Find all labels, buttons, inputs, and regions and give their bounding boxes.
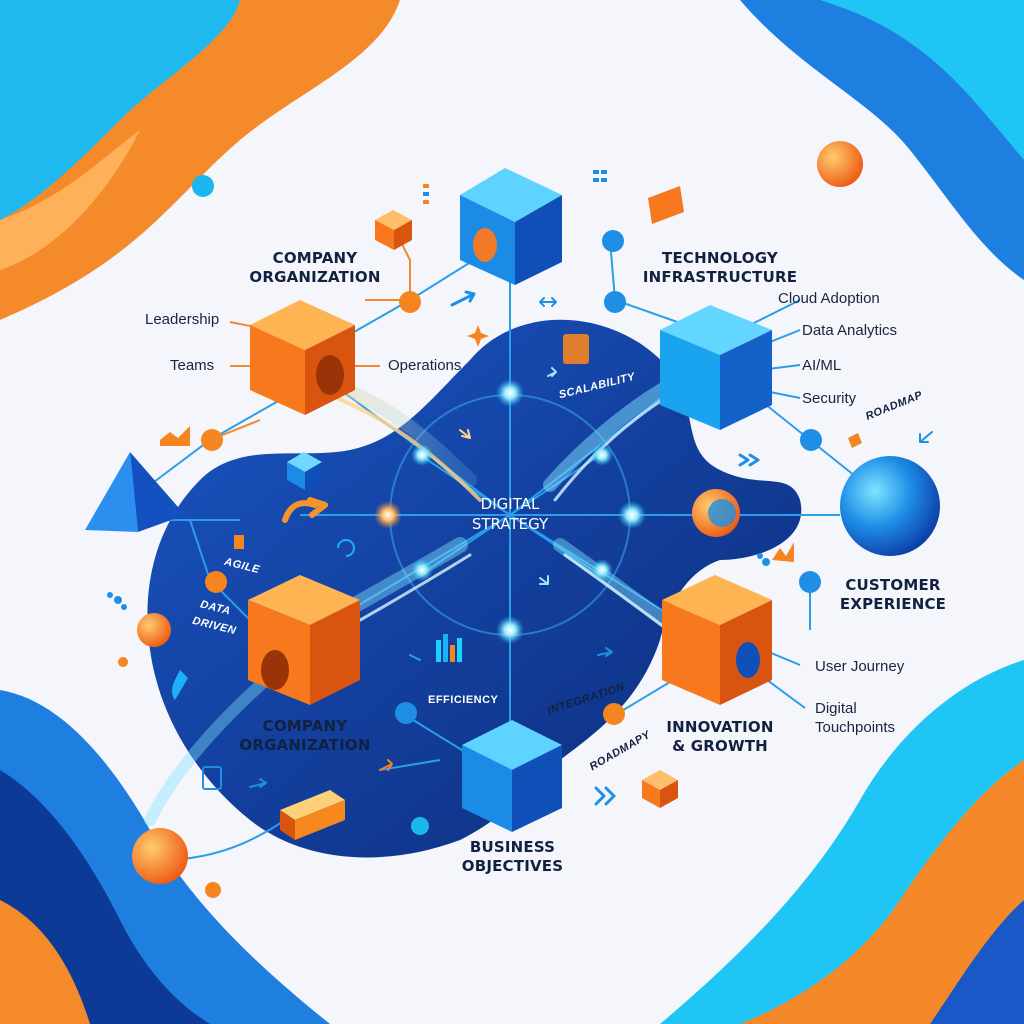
business-line2: OBJECTIVES [461,857,564,875]
cube-company-top [250,300,355,415]
small-cubes [280,186,862,840]
leadership-label: Leadership [145,311,220,328]
glowing-junctions [374,379,646,644]
innovation-line1: INNOVATION [666,718,774,736]
company-top-line1: COMPANY [272,249,358,267]
decorative-glyphs [107,170,794,790]
innovation-growth-title: INNOVATION & GROWTH [640,718,800,756]
touchpoints-label: Touchpoints [815,719,896,736]
company-organization-bottom-title: COMPANY ORGANIZATION [225,717,385,755]
business-objectives-title: BUSINESS OBJECTIVES [440,838,585,876]
innovation-line2: & GROWTH [672,737,768,755]
security-label: Security [802,390,857,407]
digital-label: Digital [815,700,857,717]
cube-business [462,720,562,832]
central-blob [147,319,802,858]
cube-technology [660,305,772,430]
business-line1: BUSINESS [469,838,556,856]
technology-infrastructure-title: TECHNOLOGY INFRASTRUCTURE [640,249,800,287]
company-organization-top-title: COMPANY ORGANIZATION [230,249,400,287]
company-top-line2: ORGANIZATION [249,268,381,286]
operations-label: Operations [388,357,462,374]
small-nodes [118,141,940,898]
user-journey-label: User Journey [815,658,905,675]
technology-line2: INFRASTRUCTURE [642,268,798,286]
decorative-arrows [249,290,933,806]
data-analytics-label: Data Analytics [802,322,898,339]
cube-top-center [460,168,562,285]
cube-innovation [662,575,772,705]
technology-line1: TECHNOLOGY [662,249,778,267]
company-bottom-line1: COMPANY [262,717,348,735]
efficiency-tag: EFFICIENCY [428,694,499,706]
cloud-adoption-label: Cloud Adoption [778,290,880,307]
customer-experience-title: CUSTOMER EXPERIENCE [818,576,968,614]
pyramid-shape [85,452,185,532]
center-line2: STRATEGY [471,515,549,533]
teams-label: Teams [170,357,215,374]
ai-ml-label: AI/ML [802,357,842,374]
customer-line1: CUSTOMER [845,576,941,594]
center-line1: DIGITAL [480,495,540,513]
customer-line2: EXPERIENCE [839,595,947,613]
center-label: DIGITAL STRATEGY [455,494,565,534]
company-bottom-line2: ORGANIZATION [239,736,371,754]
cube-company-bottom [248,575,360,705]
